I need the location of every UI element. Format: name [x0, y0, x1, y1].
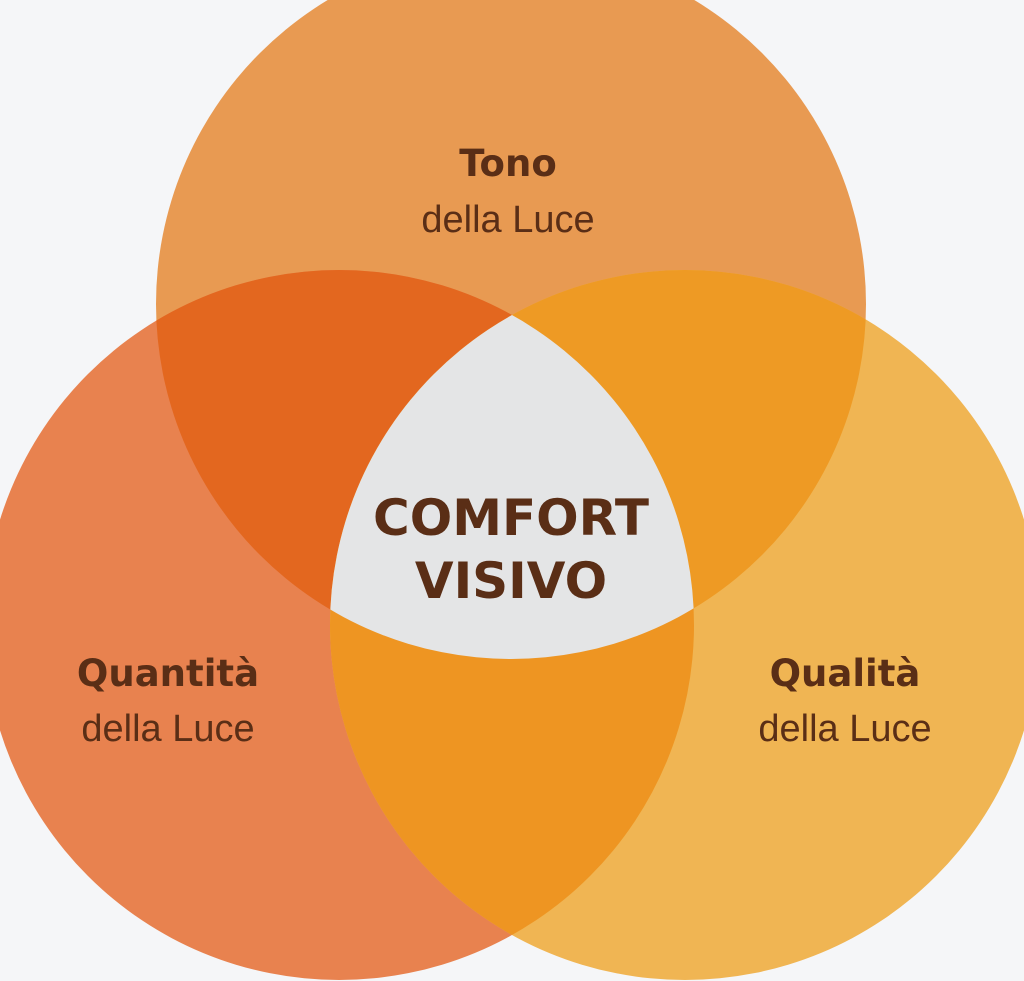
center-title-line1: COMFORT: [373, 489, 649, 547]
tono-title: Tono: [459, 142, 557, 185]
quantita-title: Quantità: [77, 652, 259, 695]
quantita-subtitle: della Luce: [81, 708, 254, 750]
qualita-title: Qualità: [770, 652, 921, 695]
center-title-line2: VISIVO: [415, 552, 607, 610]
tono-subtitle: della Luce: [421, 199, 594, 241]
qualita-subtitle: della Luce: [758, 708, 931, 750]
